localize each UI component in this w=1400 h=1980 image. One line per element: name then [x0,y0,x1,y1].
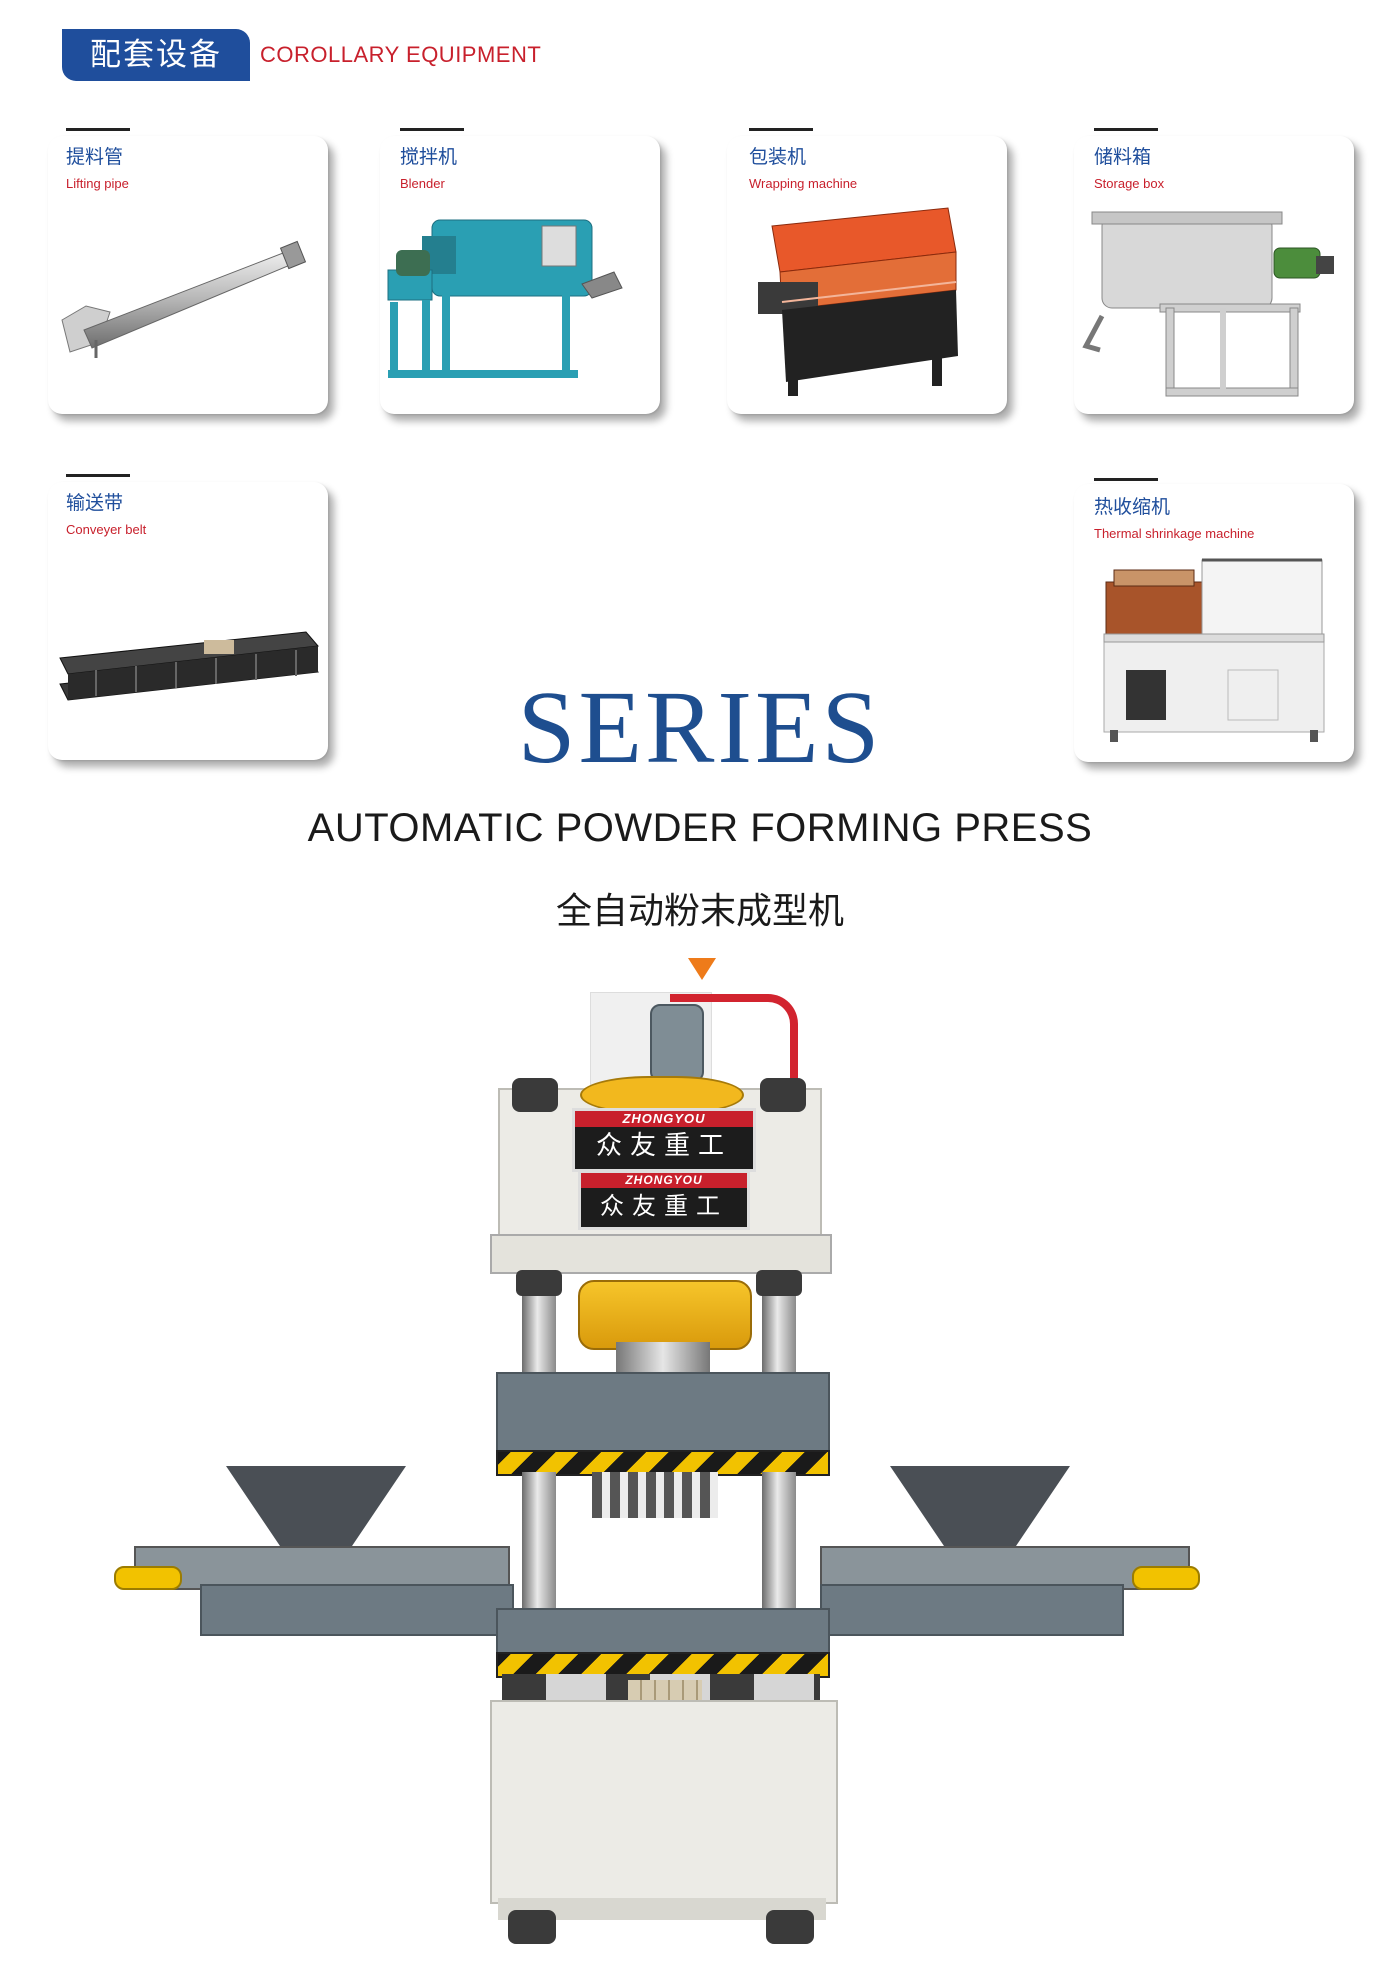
press-crown-plate [490,1234,832,1274]
press-nut [756,1270,802,1296]
hydraulic-pipe [670,994,798,1088]
left-feed-base [200,1584,514,1636]
press-ram [616,1342,710,1376]
card-title-cn: 搅拌机 [400,146,458,168]
thermal-shrinkage-machine-image [1103,558,1325,742]
press-nut [760,1078,806,1112]
press-column [522,1472,556,1622]
card-rule [66,128,130,131]
left-hopper [226,1466,406,1546]
card-title-cn: 热收缩机 [1094,496,1171,518]
right-yellow-rod [1132,1566,1200,1590]
brand-plate-en: ZHONGYOU [581,1173,747,1188]
card-title-en: Blender [400,176,445,191]
press-nut [766,1910,814,1944]
equipment-card-conveyer-belt [48,482,328,760]
card-title-en: Thermal shrinkage machine [1094,526,1255,541]
left-feed-table [134,1546,510,1590]
card-rule [749,128,813,131]
card-title-cn: 包装机 [749,146,807,168]
left-yellow-rod [114,1566,182,1590]
powder-forming-press-image: ZHONGYOU 众友重工 ZHONGYOU 众友重工 [114,980,1240,1960]
card-rule [66,474,130,477]
brand-plate-cn: 众友重工 [595,1131,732,1161]
card-title-cn: 提料管 [66,146,124,168]
card-rule [1094,128,1158,131]
blender-image [387,219,623,378]
storage-box-image [1082,211,1334,397]
brand-plate: ZHONGYOU 众友重工 [578,1170,750,1230]
press-moving-beam [496,1372,830,1454]
down-arrow-icon [688,958,716,980]
press-punches [592,1472,718,1518]
press-column [762,1472,796,1622]
right-feed-base [820,1584,1124,1636]
press-lower-base [490,1700,838,1904]
card-title-en: Conveyer belt [66,522,147,537]
card-title-en: Wrapping machine [749,176,858,191]
press-base-foot [498,1898,826,1920]
equipment-card-lifting-pipe [48,136,328,414]
card-title-en: Storage box [1094,176,1165,191]
card-title-cn: 输送带 [66,492,124,514]
section-badge: 配套设备 [62,29,250,81]
press-work-table [496,1608,830,1656]
press-motor [650,1004,704,1082]
series-subtitle-en: AUTOMATIC POWDER FORMING PRESS [307,806,1093,850]
card-title-cn: 储料箱 [1094,146,1152,168]
card-rule [1094,478,1158,481]
series-subtitle-cn: 全自动粉末成型机 [555,891,844,932]
section-title: COROLLARY EQUIPMENT [260,42,542,67]
card-rule [400,128,464,131]
conveyer-belt-image [59,631,319,701]
press-cylinder-top [580,1076,744,1114]
formed-bricks [628,1680,702,1702]
card-title-en: Lifting pipe [66,176,129,191]
wrapping-machine-image [758,207,958,396]
press-nut [512,1078,558,1112]
series-title: SERIES [517,670,883,785]
brand-plate: ZHONGYOU 众友重工 [572,1108,756,1172]
brand-plate-en: ZHONGYOU [575,1111,753,1127]
right-hopper [890,1466,1070,1546]
press-nut [516,1270,562,1296]
brand-plate-cn: 众友重工 [600,1192,728,1220]
press-nut [508,1910,556,1944]
press-main-cylinder [578,1280,752,1350]
lifting-pipe-image [61,240,307,358]
